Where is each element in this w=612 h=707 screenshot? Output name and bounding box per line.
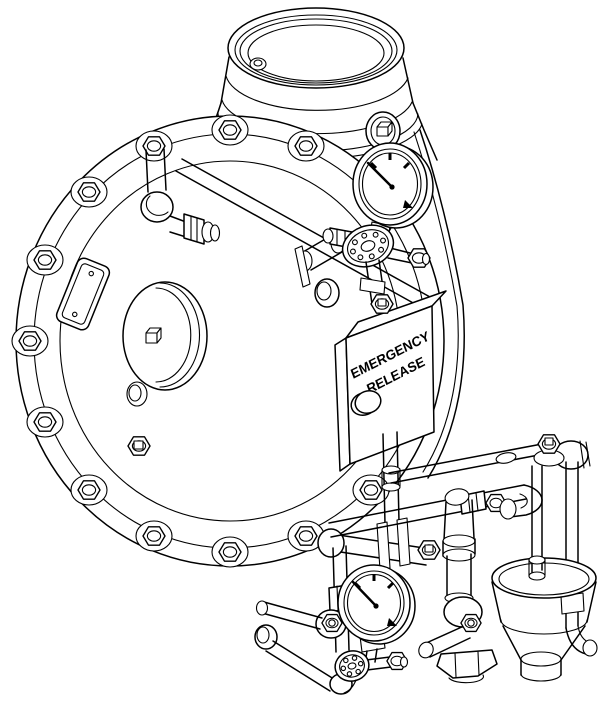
cover-drain-bolt (127, 436, 151, 456)
emergency-release-box: EMERGENCY RELEASE (334, 290, 447, 472)
cover-nameplate (55, 257, 111, 331)
valve-body (198, 7, 465, 479)
drain-manifold-piping (254, 431, 598, 695)
alarm-line-valve (533, 434, 591, 470)
upper-pressure-gauge (352, 142, 434, 229)
lower-pressure-gauge (337, 564, 416, 645)
drain-ball-valve (255, 600, 347, 639)
upper-trim-piping (140, 148, 431, 310)
alarm-test-valve (418, 488, 498, 684)
body-plug-boss (365, 111, 401, 151)
box-top-bolt (370, 294, 394, 314)
cover-center-cap (122, 281, 208, 407)
cover-bolts (11, 114, 390, 568)
gauge-manifold-flange (322, 221, 431, 305)
ball-valve-lever (418, 613, 482, 659)
drip-funnel (491, 557, 597, 682)
grooved-outlet-neck (225, 7, 409, 111)
emergency-release-button (350, 389, 382, 417)
